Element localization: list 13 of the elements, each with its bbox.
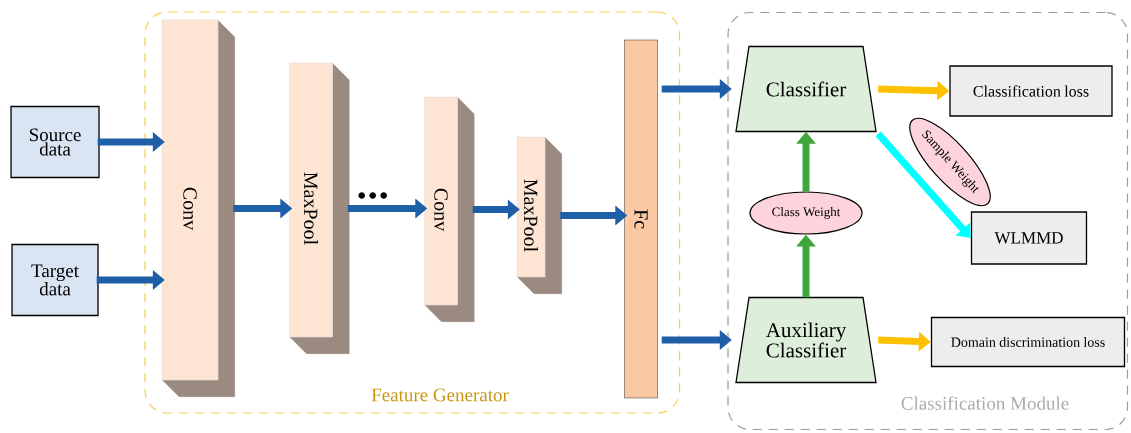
trapezoid-block: Classifier xyxy=(735,45,877,133)
text-box: Source data xyxy=(10,105,100,179)
layer-block: Conv xyxy=(424,96,475,323)
text-box: WLMMD xyxy=(970,211,1088,265)
layer-block: Fc xyxy=(624,39,658,399)
text-box: Domain discrimination loss xyxy=(930,316,1126,368)
layer-block: MaxPool xyxy=(516,136,563,295)
text-box: Classification loss xyxy=(949,65,1113,117)
text-box: Target data xyxy=(11,243,99,317)
layer-block: MaxPool xyxy=(289,62,350,355)
layer-block: Conv xyxy=(161,19,236,398)
trapezoid-block: Auxiliary Classifier xyxy=(735,296,877,384)
block-arrow xyxy=(875,131,971,238)
